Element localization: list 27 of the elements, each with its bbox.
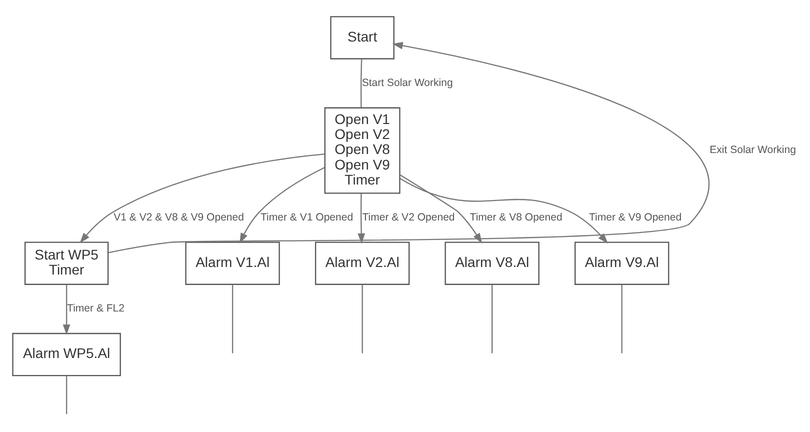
connector (66, 376, 68, 414)
connector (232, 284, 234, 354)
node-box: Start WP5 Timer (24, 242, 109, 285)
node-box: Alarm V9.Al (574, 242, 670, 285)
node-box: Alarm V2.Al (314, 242, 410, 285)
arrow (62, 284, 70, 336)
connector (621, 284, 622, 354)
edge-label: Timer & V1 Opened (260, 211, 354, 224)
edge-label: V1 & V2 & V8 & V9 Opened (114, 211, 244, 224)
node-box: Start (330, 16, 394, 60)
connector (492, 284, 493, 354)
edge-label: Exit Solar Working (710, 144, 796, 156)
node-box: Alarm V8.Al (444, 242, 540, 285)
edge-label: Start Solar Working (362, 76, 453, 89)
connector (362, 284, 363, 354)
edge-label: Timer & V8 Opened (470, 211, 562, 224)
arrow (108, 42, 708, 254)
arrow (358, 194, 366, 244)
edge-label: Timer & FL2 (67, 302, 125, 315)
node-box: Alarm WP5.Al (12, 332, 121, 376)
edge-label: Timer & V2 Opened (362, 211, 455, 224)
edge-label: Timer & V9 Opened (589, 211, 682, 224)
arrow (80, 153, 325, 244)
arrow (240, 166, 325, 244)
connector (360, 58, 362, 108)
node-box: Open V1 Open V2 Open V8 Open V9 Timer (324, 107, 400, 194)
node-box: Alarm V1.Al (185, 242, 280, 285)
